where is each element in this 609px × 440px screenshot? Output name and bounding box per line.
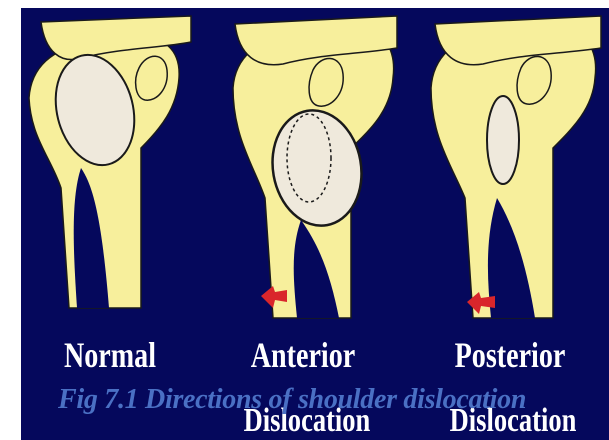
label-anterior: Anterior — [245, 337, 362, 373]
humeral-head-posterior — [487, 96, 519, 184]
figure-caption: Fig 7.1 Directions of shoulder dislocati… — [58, 384, 609, 416]
label-normal: Normal — [55, 337, 164, 373]
label-posterior: Posterior — [448, 337, 573, 373]
diagram-illustration — [21, 8, 609, 440]
